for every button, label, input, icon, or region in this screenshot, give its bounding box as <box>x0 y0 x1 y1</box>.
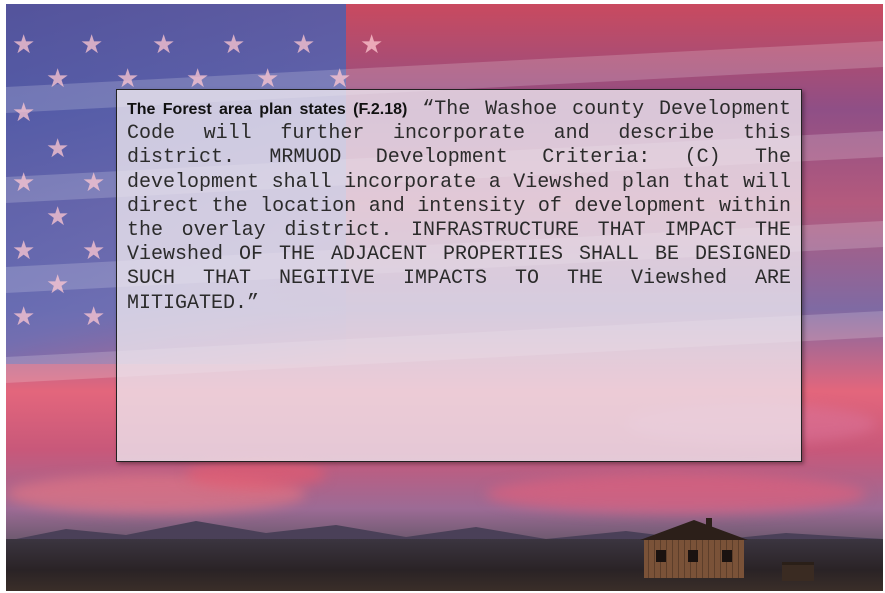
star-icon: ★ <box>292 30 316 60</box>
star-icon: ★ <box>82 168 106 198</box>
star-icon: ★ <box>360 30 384 60</box>
star-icon: ★ <box>82 302 106 332</box>
star-icon: ★ <box>186 64 210 94</box>
quote-text-box: The Forest area plan states (F.2.18) “Th… <box>116 89 802 462</box>
star-icon: ★ <box>152 30 176 60</box>
star-icon: ★ <box>12 30 36 60</box>
slide: ★ ★ ★ ★ ★ ★ ★ ★ ★ ★ ★ ★ ★ ★ ★ ★ ★ ★ ★ ★ … <box>6 4 883 591</box>
star-icon: ★ <box>12 236 36 266</box>
star-icon: ★ <box>12 98 36 128</box>
star-icon: ★ <box>82 236 106 266</box>
shed <box>782 562 814 581</box>
house-icon <box>640 518 748 578</box>
cloud <box>486 474 866 514</box>
lead-heading: The Forest area plan states (F.2.18) <box>127 101 408 118</box>
star-icon: ★ <box>46 134 70 164</box>
star-icon: ★ <box>116 64 140 94</box>
star-icon: ★ <box>46 270 70 300</box>
star-icon: ★ <box>328 64 352 94</box>
quote-paragraph: The Forest area plan states (F.2.18) “Th… <box>127 98 791 316</box>
star-icon: ★ <box>46 202 70 232</box>
star-icon: ★ <box>12 302 36 332</box>
star-icon: ★ <box>80 30 104 60</box>
star-icon: ★ <box>12 168 36 198</box>
quote-body: “The Washoe county Development Code will… <box>127 98 792 315</box>
star-icon: ★ <box>46 64 70 94</box>
cloud <box>186 459 326 489</box>
star-icon: ★ <box>222 30 246 60</box>
star-icon: ★ <box>256 64 280 94</box>
